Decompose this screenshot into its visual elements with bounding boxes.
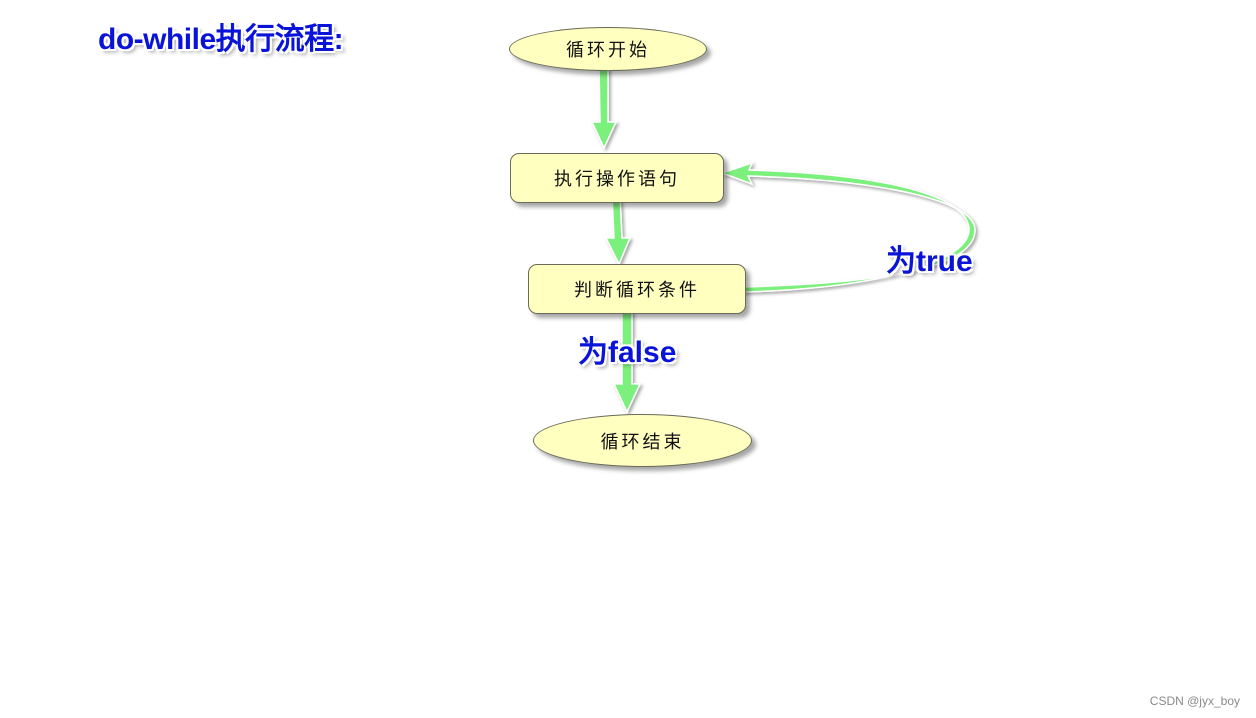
arrow-start-to-execute — [590, 63, 618, 150]
watermark: CSDN @jyx_boy — [1149, 694, 1240, 708]
node-execute-statements: 执行操作语句 — [510, 153, 724, 203]
label-true-branch: 为true — [886, 245, 973, 278]
node-loop-start: 循环开始 — [509, 27, 707, 71]
arrow-execute-to-judge — [604, 195, 632, 266]
diagram-title: do-while执行流程: — [98, 23, 344, 56]
arrow-loop-true — [719, 161, 976, 293]
node-check-condition: 判断循环条件 — [528, 264, 746, 314]
label-false-branch: 为false — [578, 336, 677, 369]
node-loop-end: 循环结束 — [533, 414, 752, 467]
arrow-judge-to-end — [612, 309, 642, 414]
